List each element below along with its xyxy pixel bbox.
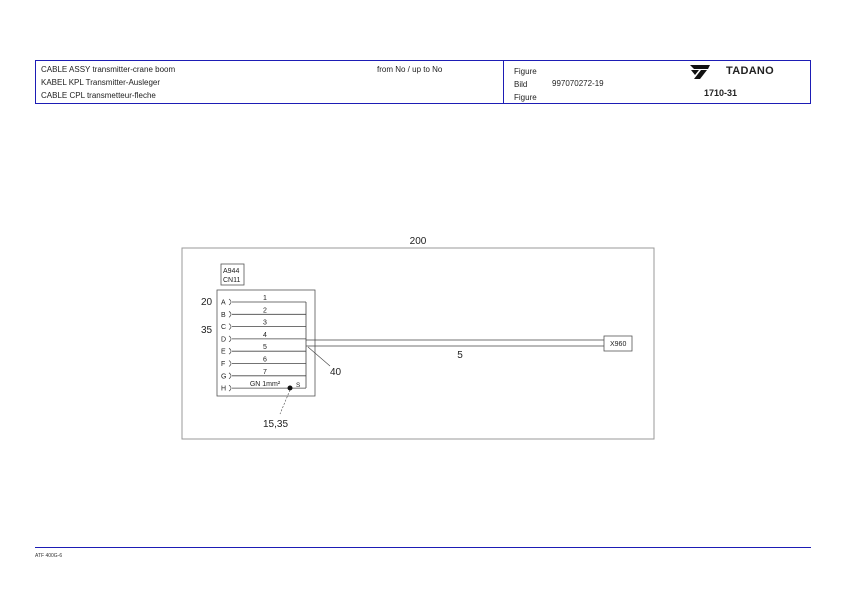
contacts-ref-label: 35 bbox=[201, 325, 213, 336]
wire-label: 4 bbox=[263, 332, 267, 339]
cable-end-leader bbox=[307, 346, 331, 367]
wire-label: 7 bbox=[263, 369, 267, 376]
pin-letter: F bbox=[221, 361, 225, 368]
pin-contact-icon bbox=[228, 335, 232, 343]
part-number: 997070272-19 bbox=[552, 79, 604, 88]
pin-letter: G bbox=[221, 373, 226, 380]
figure-label-fr: Figure bbox=[514, 93, 537, 102]
pin-contact-icon bbox=[228, 384, 232, 392]
pin-contact-icon bbox=[228, 323, 232, 330]
connector-housing bbox=[216, 289, 316, 397]
title-french: CABLE CPL transmetteur-fleche bbox=[41, 91, 156, 100]
pin-contact-icon bbox=[228, 372, 232, 380]
cable-ref-label: 5 bbox=[457, 350, 463, 361]
shield-mark: S bbox=[296, 382, 301, 389]
title-block: CABLE ASSY transmitter-crane boom KABEL … bbox=[35, 60, 811, 104]
shield-ref-label: 15,35 bbox=[263, 419, 288, 430]
figure-label-en: Figure bbox=[514, 67, 537, 76]
brand-name: TADANO bbox=[726, 65, 775, 77]
diagram-frame bbox=[181, 247, 655, 440]
serial-range: from No / up to No bbox=[377, 65, 443, 74]
title-english: CABLE ASSY transmitter-crane boom bbox=[41, 65, 176, 74]
shield-leader bbox=[279, 389, 291, 415]
pin-contact-icon bbox=[228, 311, 232, 318]
figure-label-de: Bild bbox=[514, 80, 528, 89]
pin-contact-icon bbox=[228, 347, 232, 355]
connector-name: A944 bbox=[223, 268, 239, 275]
wire-label: 1 bbox=[263, 295, 267, 302]
title-german: KABEL KPL Transmitter-Ausleger bbox=[41, 78, 161, 87]
wire-label: 5 bbox=[263, 344, 267, 351]
pin-contact-icon bbox=[228, 360, 232, 367]
pin-letter: H bbox=[221, 386, 226, 393]
wire-label: GN 1mm² bbox=[250, 381, 281, 388]
frame-ref-label: 200 bbox=[410, 236, 427, 247]
tadano-logo-icon bbox=[690, 65, 710, 79]
connector-sub: CN11 bbox=[223, 277, 240, 284]
pin-letter: C bbox=[221, 324, 226, 331]
pin-letter: A bbox=[221, 300, 226, 307]
connector-label-box bbox=[220, 263, 245, 286]
footer-code: ATF 400G-6 bbox=[35, 553, 63, 559]
wire-label: 2 bbox=[263, 307, 267, 314]
title-block-divider bbox=[503, 61, 504, 103]
wire-label: 6 bbox=[263, 357, 267, 364]
footer-line bbox=[35, 547, 811, 548]
pin-letter: B bbox=[221, 312, 226, 319]
pin-letter: E bbox=[221, 349, 226, 356]
wire-label: 3 bbox=[263, 320, 267, 327]
pin-rows: A 1B 2C 3D 4E 5F 6G 7H GN 1mm² bbox=[221, 295, 306, 393]
target-connector-label: X960 bbox=[610, 341, 626, 348]
cable-end-ref-label: 40 bbox=[330, 367, 342, 378]
figure-number: 1710-31 bbox=[704, 88, 738, 98]
connector-ref-label: 20 bbox=[201, 297, 213, 308]
pin-contact-icon bbox=[228, 298, 232, 306]
shield-junction-dot bbox=[287, 385, 293, 391]
target-connector-box bbox=[603, 335, 633, 352]
pin-letter: D bbox=[221, 336, 226, 343]
